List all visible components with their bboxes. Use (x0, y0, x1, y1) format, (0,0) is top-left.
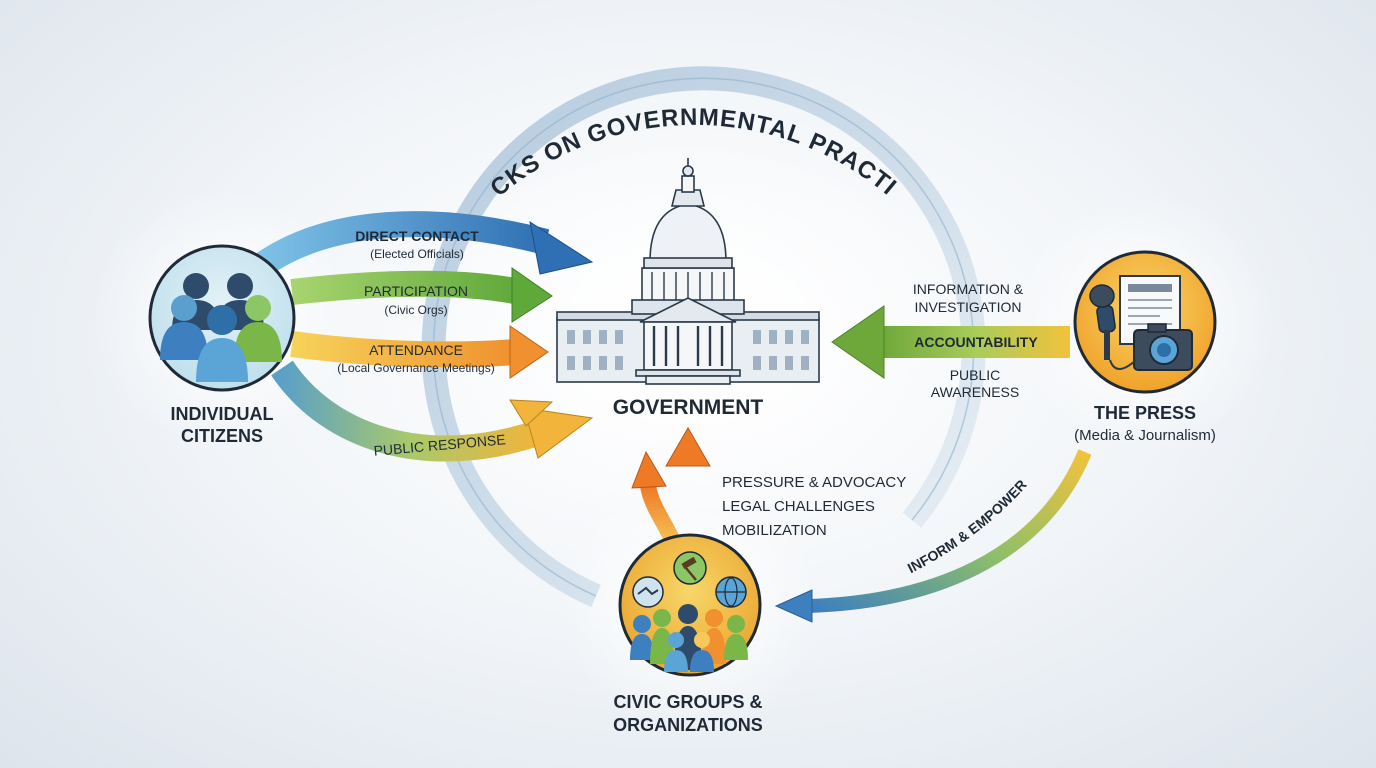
attendance-label: ATTENDANCE (369, 342, 463, 358)
arrow-public-response (271, 360, 594, 462)
press-label-line2: (Media & Journalism) (1074, 427, 1216, 444)
participation-label: PARTICIPATION (364, 283, 468, 299)
information-label-line1: INFORMATION & (913, 281, 1024, 297)
attendance-sublabel: (Local Governance Meetings) (337, 361, 494, 375)
civic-action-3: MOBILIZATION (722, 522, 827, 539)
direct-contact-label: DIRECT CONTACT (355, 228, 479, 244)
press-icon (1073, 250, 1217, 394)
arrow-participation (290, 267, 553, 323)
arrow-accountability (831, 305, 1070, 379)
citizens-label-line2: CITIZENS (181, 426, 263, 446)
citizens-icon (148, 244, 296, 392)
civic-groups-icon (618, 533, 762, 677)
arrow-attendance (290, 325, 549, 379)
direct-contact-sublabel: (Elected Officials) (370, 247, 464, 261)
information-label-line2: INVESTIGATION (914, 299, 1021, 315)
citizens-label-line1: INDIVIDUAL (171, 404, 274, 424)
public-awareness-line2: AWARENESS (931, 384, 1019, 400)
civic-action-2: LEGAL CHALLENGES (722, 498, 875, 515)
capitol-building-icon (556, 158, 820, 385)
press-label-line1: THE PRESS (1094, 403, 1196, 423)
civic-label-line2: ORGANIZATIONS (613, 715, 763, 735)
public-awareness-line1: PUBLIC (950, 367, 1001, 383)
accountability-label: ACCOUNTABILITY (914, 334, 1038, 350)
civic-action-1: PRESSURE & ADVOCACY (722, 474, 906, 491)
government-label: GOVERNMENT (613, 396, 764, 419)
participation-sublabel: (Civic Orgs) (384, 303, 447, 317)
arrow-direct-contact (250, 211, 594, 279)
arrow-inform-empower (774, 449, 1092, 623)
civic-label-line1: CIVIC GROUPS & (613, 692, 762, 712)
